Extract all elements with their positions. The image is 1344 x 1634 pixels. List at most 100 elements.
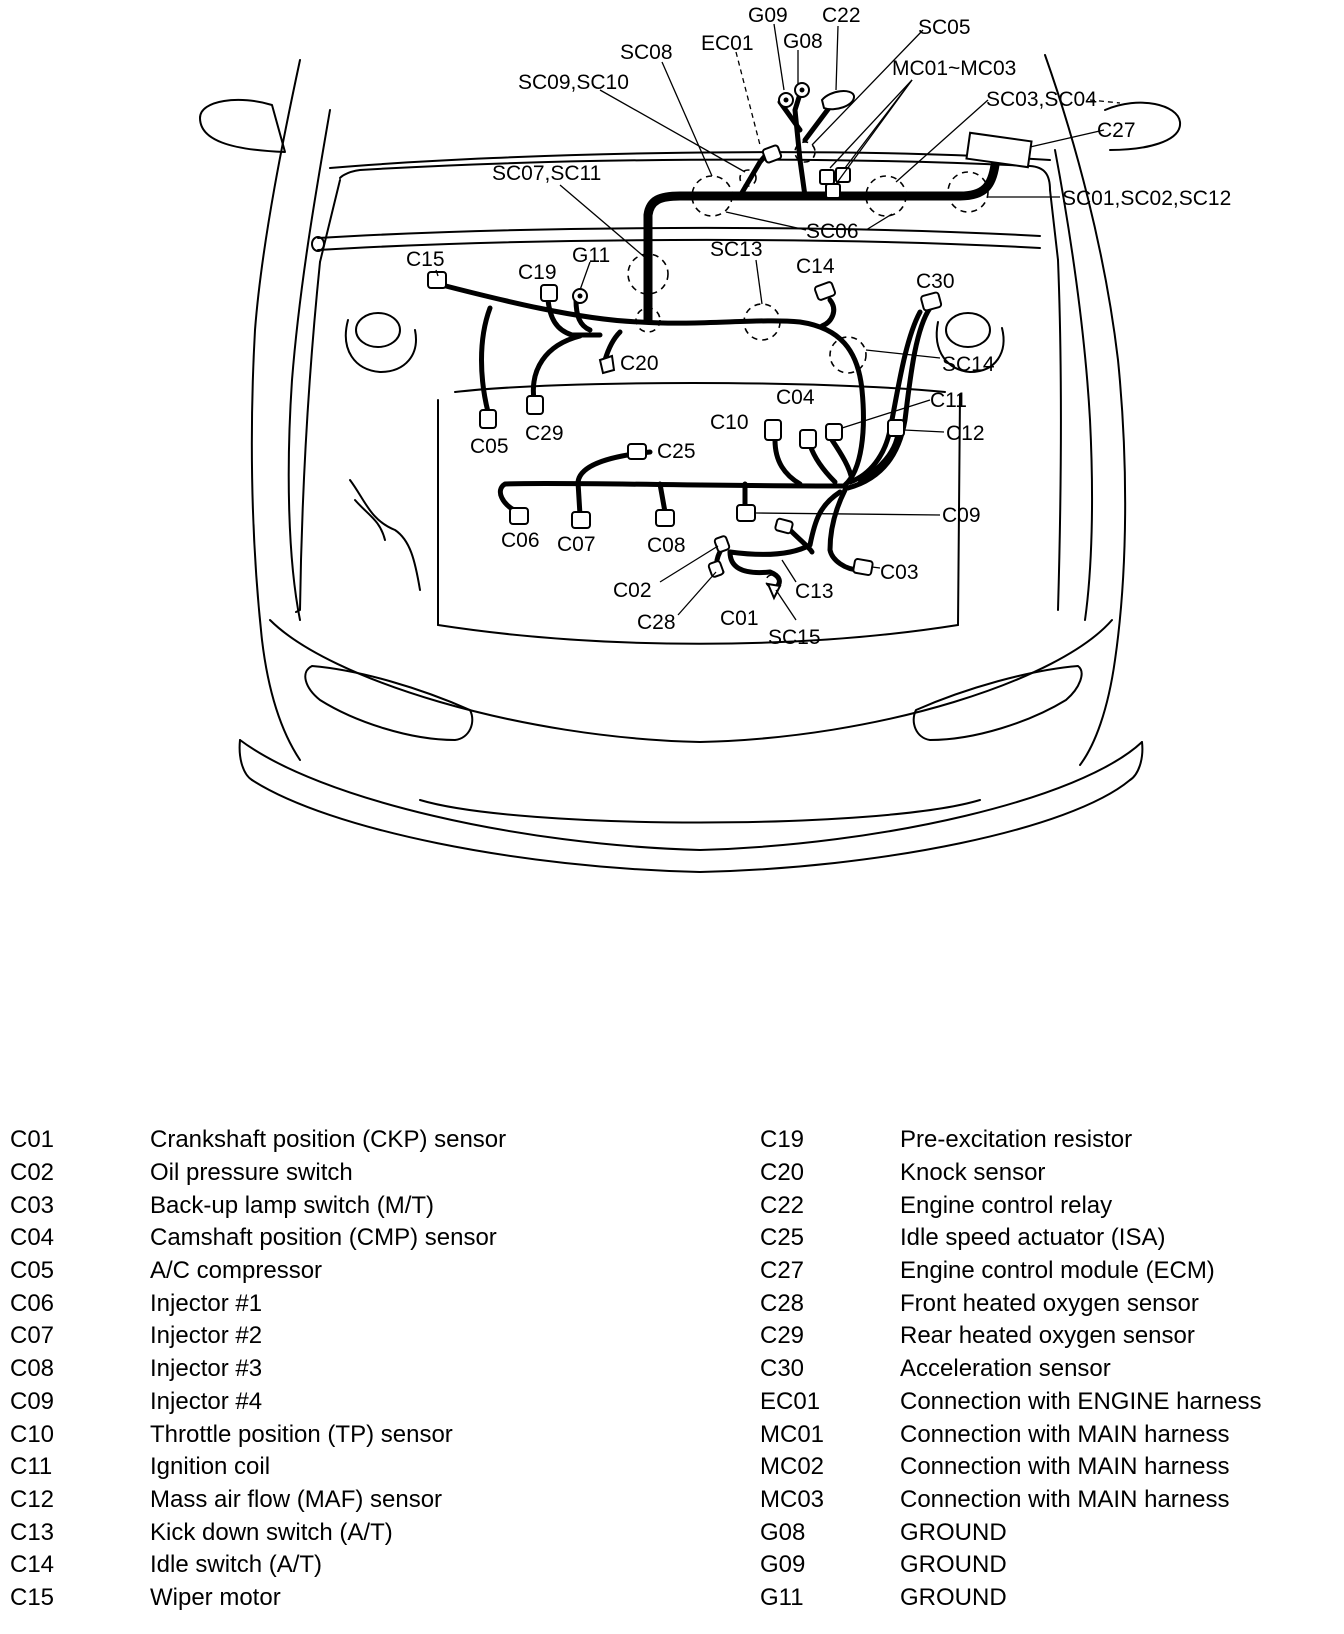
legend-description: Acceleration sensor [900,1355,1111,1383]
legend-description: Injector #4 [150,1387,263,1415]
legend-row: C02 Oil pressure switch [10,1157,710,1190]
legend-description: Idle switch (A/T) [150,1551,323,1579]
leader-lines [435,23,1121,621]
legend-code: C13 [10,1518,55,1546]
legend-description: Knock sensor [900,1159,1046,1187]
legend-row: C12 Mass air flow (MAF) sensor [10,1484,710,1517]
legend-description: Connection with ENGINE harness [900,1387,1262,1415]
label-c27: C27 [1097,119,1136,142]
legend-row: EC01 Connection with ENGINE harness [760,1386,1340,1419]
legend-code: C29 [760,1322,805,1350]
label-c06: C06 [501,529,540,552]
legend-row: C20 Knock sensor [760,1157,1340,1190]
legend-row: MC03 Connection with MAIN harness [760,1484,1340,1517]
legend-description: A/C compressor [150,1257,323,1285]
legend-code: C25 [760,1224,805,1252]
label-g08: G08 [783,30,823,53]
legend-code: G08 [760,1518,806,1546]
label-c07: C07 [557,533,596,556]
ecm-module [965,131,1033,169]
label-c03: C03 [880,561,919,584]
connectors [427,82,1033,601]
legend-description: Front heated oxygen sensor [900,1289,1199,1317]
legend-code: C12 [10,1485,55,1513]
label-g09: G09 [748,4,788,27]
label-c09: C09 [942,504,981,527]
legend-code: C22 [760,1191,805,1219]
label-sc09-sc10: SC09,SC10 [518,71,629,94]
label-c01: C01 [720,607,759,630]
legend-code: C02 [10,1159,55,1187]
legend-description: Pre-excitation resistor [900,1126,1133,1154]
legend-code: C27 [760,1257,805,1285]
label-c22: C22 [822,4,861,27]
legend-code: C03 [10,1191,55,1219]
legend-row: G09 GROUND [760,1549,1340,1582]
legend-row: C07 Injector #2 [10,1320,710,1353]
legend-code: EC01 [760,1387,821,1415]
legend-description: Injector #1 [150,1289,263,1317]
legend-code: MC02 [760,1453,825,1481]
legend-description: Engine control relay [900,1191,1113,1219]
legend-description: Connection with MAIN harness [900,1485,1230,1513]
legend-code: C07 [10,1322,55,1350]
legend-description: Connection with MAIN harness [900,1453,1230,1481]
label-ec01: EC01 [701,32,754,55]
legend-row: C05 A/C compressor [10,1255,710,1288]
legend-row: C09 Injector #4 [10,1386,710,1419]
legend-description: Kick down switch (A/T) [150,1518,393,1546]
legend-row: C06 Injector #1 [10,1287,710,1320]
label-c19: C19 [518,261,557,284]
legend-row: MC02 Connection with MAIN harness [760,1451,1340,1484]
legend-code: C19 [760,1126,805,1154]
legend-description: Wiper motor [150,1583,281,1611]
label-mc01-mc03: MC01~MC03 [892,57,1016,80]
label-c29: C29 [525,422,564,445]
label-sc05: SC05 [918,16,971,39]
legend-row: C19 Pre-excitation resistor [760,1124,1340,1157]
legend-description: Idle speed actuator (ISA) [900,1224,1166,1252]
legend-description: Injector #2 [150,1322,263,1350]
legend-code: C30 [760,1355,805,1383]
legend-code: C20 [760,1159,805,1187]
legend-code: MC03 [760,1485,825,1513]
harness-diagram: G09 C22 SC05 SC08 EC01 G08 MC01~MC03 SC0… [199,4,1231,873]
legend-code: G09 [760,1551,806,1579]
legend-description: Injector #3 [150,1355,263,1383]
legend-row: C22 Engine control relay [760,1189,1340,1222]
label-sc14: SC14 [942,353,995,376]
label-sc03-sc04: SC03,SC04 [986,88,1097,111]
legend-row: C03 Back-up lamp switch (M/T) [10,1189,710,1222]
legend-code: C05 [10,1257,55,1285]
label-c30: C30 [916,270,955,293]
legend-description: Oil pressure switch [150,1159,353,1187]
label-c15: C15 [406,248,445,271]
label-c28: C28 [637,611,676,634]
label-sc01-sc02-sc12: SC01,SC02,SC12 [1062,187,1231,210]
legend-description: GROUND [900,1551,1007,1579]
legend-code: C06 [10,1289,55,1317]
legend-description: Rear heated oxygen sensor [900,1322,1195,1350]
legend-description: Back-up lamp switch (M/T) [150,1191,435,1219]
label-c05: C05 [470,435,509,458]
label-c02: C02 [613,579,652,602]
legend-code: C09 [10,1387,55,1415]
legend-row: C30 Acceleration sensor [760,1353,1340,1386]
legend-description: Connection with MAIN harness [900,1420,1230,1448]
label-c11: C11 [930,389,967,412]
label-c08: C08 [647,534,686,557]
legend-description: Mass air flow (MAF) sensor [150,1485,443,1513]
legend-row: C29 Rear heated oxygen sensor [760,1320,1340,1353]
label-c25: C25 [657,440,696,463]
legend-description: Throttle position (TP) sensor [150,1420,453,1448]
label-c20: C20 [620,352,659,375]
